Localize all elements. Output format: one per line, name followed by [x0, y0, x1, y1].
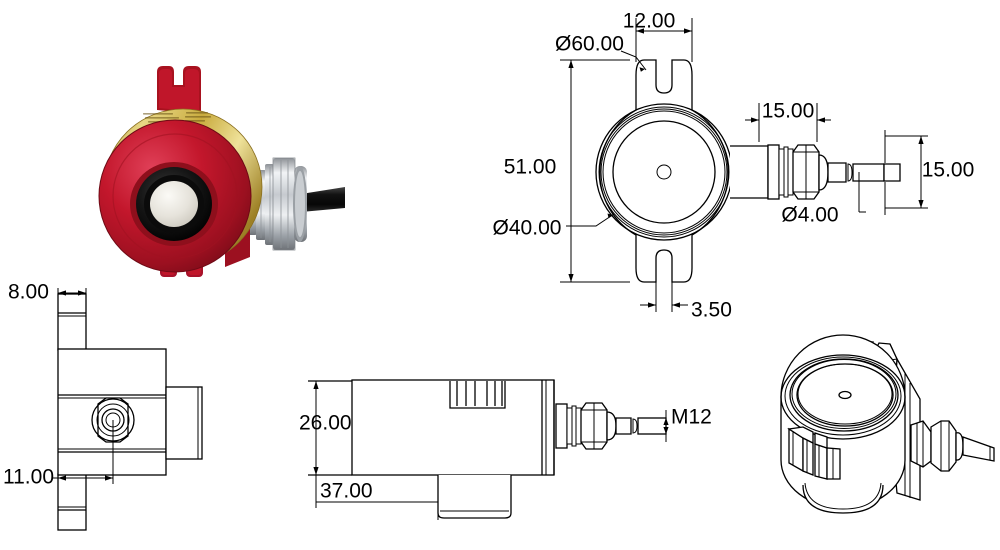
iso-cable-gland — [910, 420, 995, 472]
dim-15h-text: 15.00 — [762, 100, 815, 123]
dim-37-text: 37.00 — [320, 480, 373, 503]
front-face-outline — [599, 59, 729, 283]
isometric-view — [745, 315, 1000, 550]
left-view-lower-tab — [57, 473, 87, 531]
dim-12-text: 12.00 — [623, 10, 676, 33]
dim-dia40: Ø40.00 — [493, 213, 615, 240]
dim-dia40-text: Ø40.00 — [493, 217, 562, 240]
left-side-view: 8.00 11.00 — [0, 270, 210, 550]
dim-8: 8.00 — [8, 281, 87, 304]
dim-51: 51.00 — [504, 59, 630, 283]
profile-cable-gland — [555, 402, 667, 450]
side-profile-view: 26.00 37.00 M12 — [290, 350, 720, 530]
dim-m12-text: M12 — [671, 406, 712, 429]
iso-bottom-cap — [802, 482, 884, 514]
iso-body — [780, 334, 906, 509]
left-view-gland-block — [165, 386, 203, 460]
front-face-view: Ø60.00 12.00 51.00 — [493, 10, 975, 322]
left-view-upper-tab — [57, 293, 87, 351]
photo-cable — [301, 187, 345, 212]
dim-15v-text: 15.00 — [922, 159, 975, 182]
dim-dia4: Ø4.00 — [781, 172, 866, 227]
dim-dia60-text: Ø60.00 — [555, 33, 624, 56]
product-photo — [95, 52, 380, 292]
dim-11-text: 11.00 — [3, 466, 54, 489]
dim-dia4-text: Ø4.00 — [781, 204, 838, 227]
dim-8-text: 8.00 — [8, 281, 49, 304]
dim-15-vertical: 15.00 — [884, 130, 975, 215]
dim-12: 12.00 — [623, 10, 693, 62]
dim-51-text: 51.00 — [504, 156, 557, 179]
iso-front-tabs — [787, 426, 841, 480]
profile-bottom-tab — [437, 475, 512, 519]
cable-gland-side — [730, 144, 901, 200]
dim-350-text: 3.50 — [691, 299, 732, 322]
dim-dia60: Ø60.00 — [555, 33, 647, 72]
photo-top-tab — [157, 66, 201, 114]
dim-15-horizontal: 15.00 — [745, 100, 831, 142]
dim-350: 3.50 — [640, 258, 732, 322]
dim-26-text: 26.00 — [299, 412, 352, 435]
photo-sensing-face — [150, 181, 198, 227]
dim-26: 26.00 — [299, 381, 352, 475]
dim-m12: M12 — [663, 406, 712, 442]
dim-37: 37.00 — [315, 475, 439, 520]
profile-top-notches — [449, 381, 506, 409]
dim-11: 11.00 — [3, 420, 114, 489]
